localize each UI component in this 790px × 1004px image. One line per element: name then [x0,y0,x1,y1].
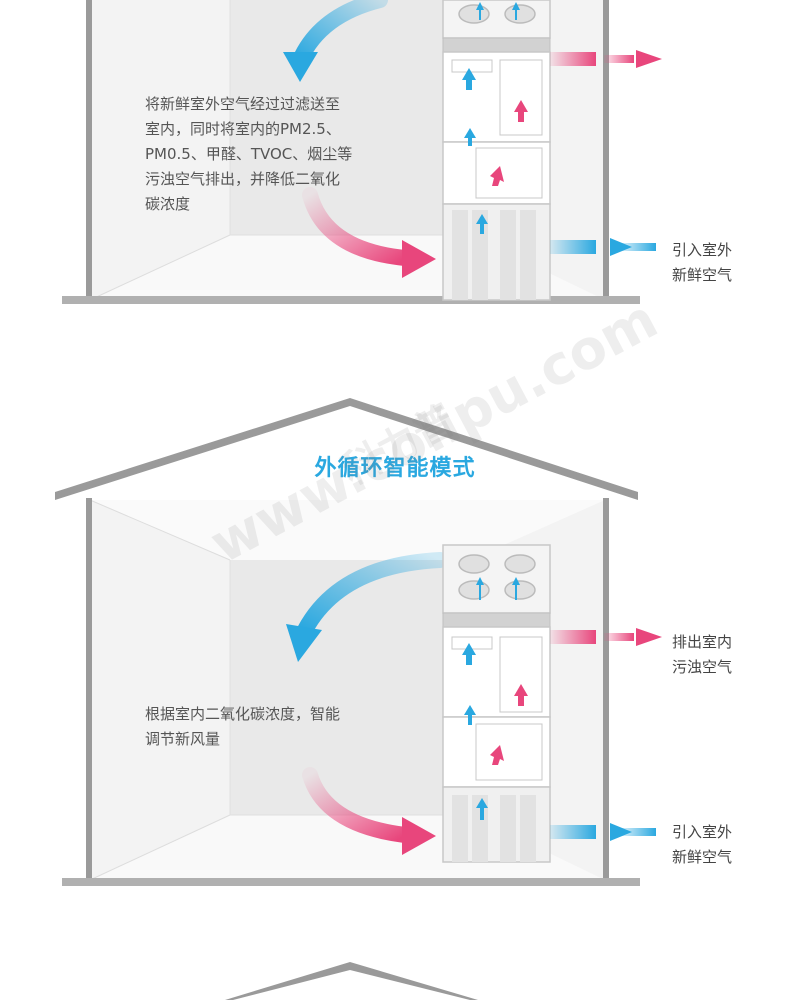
duct-port [504,580,536,600]
exhaust-curve-arrowhead [402,817,436,855]
fresh-air-curve-arrowhead [286,624,322,662]
internal-arrow-diag-pink-icon [490,745,504,765]
left-wall [86,0,92,300]
ventilation-unit-2 [442,544,551,863]
duct-port [458,580,490,600]
internal-arrow-up-icon [476,214,488,234]
internal-arrow-up-icon [462,643,476,665]
house-panel-2 [55,398,662,886]
internal-arrow-up-icon [464,128,476,146]
exhaust-duct [550,52,596,66]
internal-arrow-up-pink-icon [514,100,528,122]
internal-arrow-up-icon [476,577,484,600]
duct-port [504,4,536,24]
exhaust-curve-arrow [302,187,413,266]
fresh-air-curve-arrow [297,552,448,638]
house-panel-3-roof [225,962,478,1000]
roof [55,398,638,500]
left-wall [86,498,92,880]
right-wall [603,0,609,300]
intake-in-arrow-shaft [620,243,656,251]
panel1-description: 将新鲜室外空气经过过滤送至 室内，同时将室内的PM2.5、 PM0.5、甲醛、T… [145,95,353,213]
panel1-intake-label: 引入室外 新鲜空气 [672,241,733,284]
floor-slab [62,296,640,304]
duct-port [458,554,490,574]
internal-arrow-up-icon [464,705,476,725]
roof [225,962,478,1000]
intake-duct [550,240,596,254]
exhaust-out-arrow-shaft [604,633,634,641]
panel2-description: 根据室内二氧化碳浓度，智能 调节新风量 [145,705,341,748]
ventilation-unit-1 [442,0,551,301]
right-wall [603,498,609,880]
internal-arrow-up-icon [476,798,488,820]
duct-port [458,4,490,24]
back-wall [230,560,470,815]
floor-slab [62,878,640,886]
panel2-exhaust-label: 排出室内 污浊空气 [672,633,733,676]
duct-port [504,554,536,574]
house-panel-1 [62,0,662,304]
exhaust-out-arrow-shaft [604,55,634,63]
fresh-air-curve-arrow [292,0,388,68]
intake-duct [550,825,596,839]
internal-arrow-diag-pink-icon [490,166,504,186]
exhaust-out-arrowhead [636,628,662,646]
internal-arrow-up-pink-icon [514,684,528,706]
internal-arrow-up-icon [462,68,476,90]
mode-title: 外循环智能模式 [314,456,476,481]
internal-arrow-up-icon [512,577,520,600]
exhaust-curve-arrow [302,767,413,843]
exhaust-duct [550,630,596,644]
internal-arrow-up-icon [476,2,484,20]
panel2-intake-label: 引入室外 新鲜空气 [672,823,733,866]
fresh-air-curve-arrowhead [283,52,318,82]
exhaust-out-arrowhead [636,50,662,68]
internal-arrow-up-icon [512,2,520,20]
intake-in-arrow-shaft [620,828,656,836]
intake-in-arrowhead [610,238,632,256]
exhaust-curve-arrowhead [402,240,436,278]
intake-in-arrowhead [610,823,632,841]
